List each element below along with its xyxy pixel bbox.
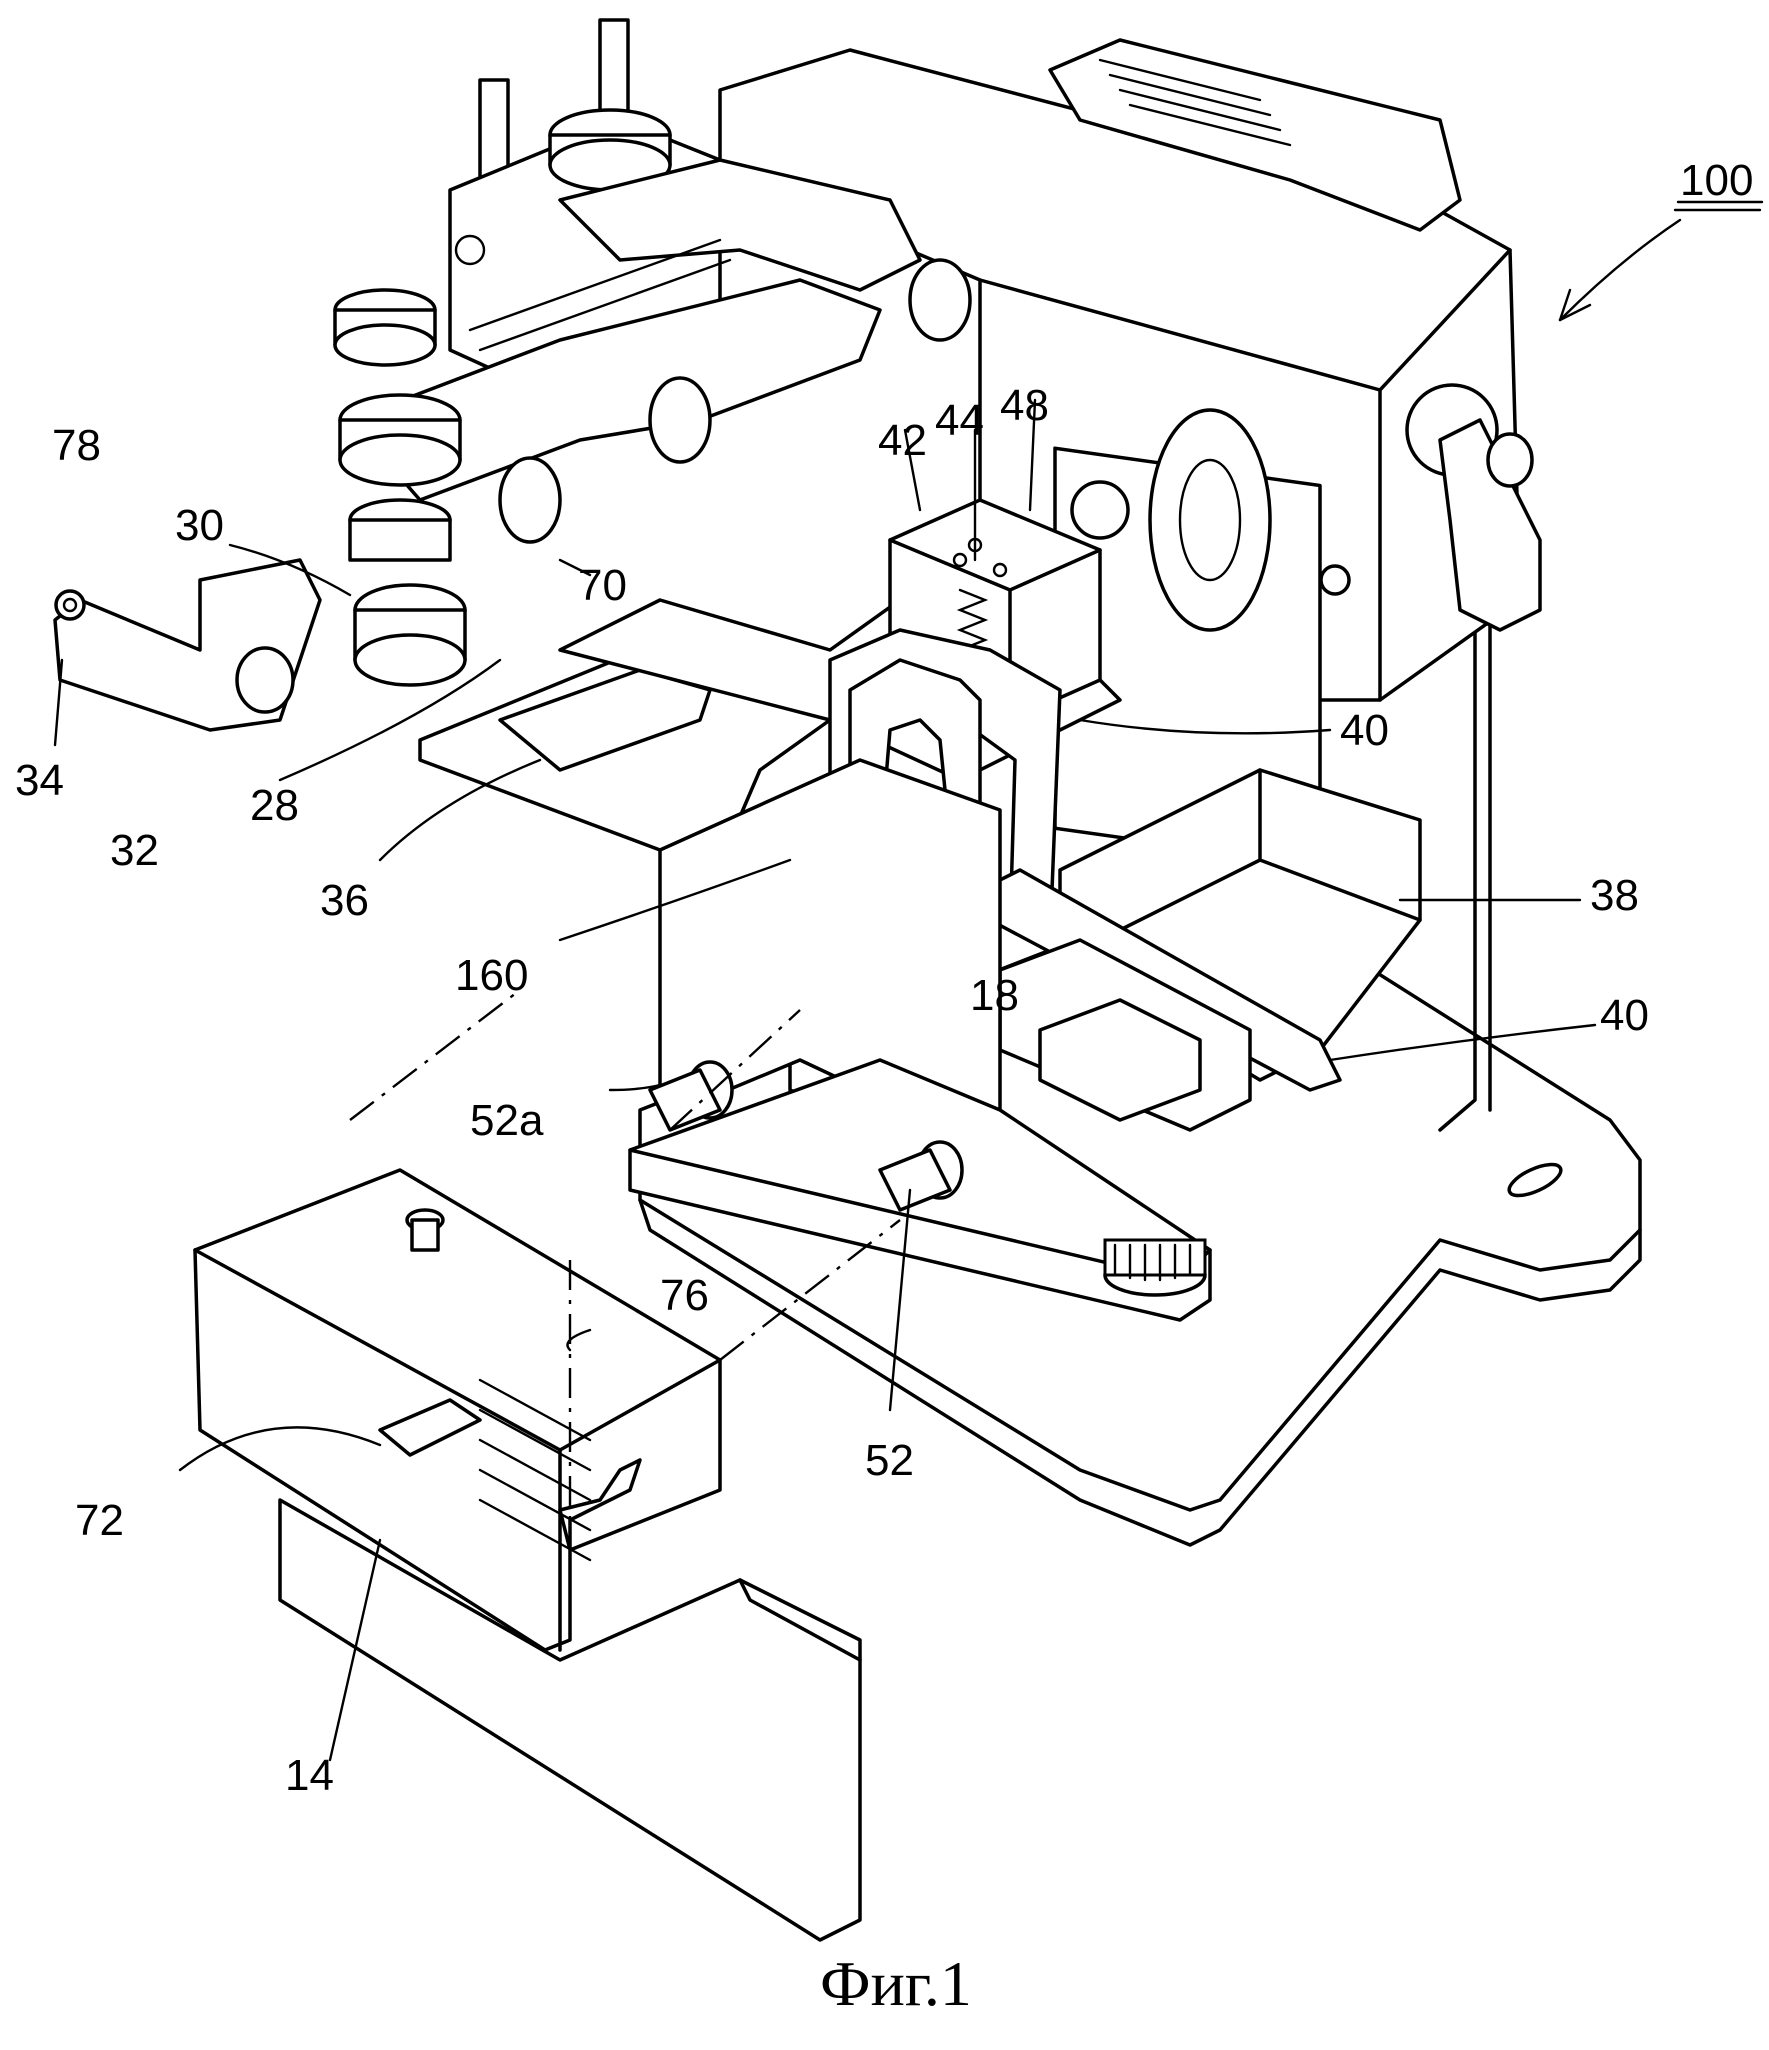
label-42: 42 xyxy=(878,416,927,465)
label-76: 76 xyxy=(660,1271,709,1320)
label-40-lower: 40 xyxy=(1600,991,1649,1040)
label-160: 160 xyxy=(455,951,528,1000)
label-32: 32 xyxy=(110,826,159,875)
label-14: 14 xyxy=(285,1751,334,1800)
label-48: 48 xyxy=(1000,381,1049,430)
label-52a: 52a xyxy=(470,1096,544,1145)
figure-caption: Фиг.1 xyxy=(820,1948,972,2019)
label-100: 100 xyxy=(1680,156,1753,205)
label-40-upper: 40 xyxy=(1340,706,1389,755)
label-30: 30 xyxy=(175,501,224,550)
label-38: 38 xyxy=(1590,871,1639,920)
label-18: 18 xyxy=(970,971,1019,1020)
label-36: 36 xyxy=(320,876,369,925)
label-70: 70 xyxy=(578,561,627,610)
label-44: 44 xyxy=(935,396,984,445)
stylus-arm xyxy=(55,560,320,730)
label-28: 28 xyxy=(250,781,299,830)
label-72: 72 xyxy=(75,1496,124,1545)
label-34: 34 xyxy=(15,756,64,805)
label-52: 52 xyxy=(865,1436,914,1485)
label-78: 78 xyxy=(52,421,101,470)
